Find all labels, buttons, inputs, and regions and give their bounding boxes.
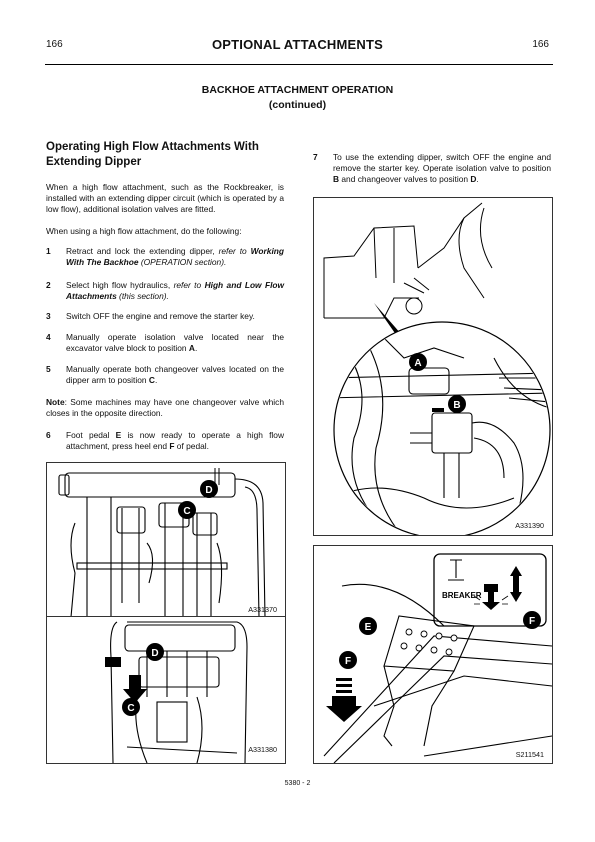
figure-changeover-valves-top: D C A331370 bbox=[46, 462, 286, 618]
step-6: 6 Foot pedal E is now ready to operate a… bbox=[46, 430, 284, 451]
figure-changeover-valves-bottom: D C A331380 bbox=[46, 616, 286, 764]
label-f-marker bbox=[523, 611, 541, 629]
footer-code: 5380 - 2 bbox=[284, 780, 311, 787]
lead-paragraph: When using a high flow attachment, do th… bbox=[46, 226, 242, 236]
cross-reference: Working With The Backhoe bbox=[66, 246, 285, 267]
up-down-arrows-icon bbox=[510, 566, 522, 602]
section-title: BACKHOE ATTACHMENT OPERATION bbox=[201, 84, 394, 96]
label-b-marker bbox=[448, 395, 466, 413]
note-label: Note bbox=[46, 397, 65, 407]
page-title: OPTIONAL ATTACHMENTS bbox=[211, 37, 384, 52]
label-a-marker bbox=[409, 353, 427, 371]
figure-label: C bbox=[127, 703, 134, 714]
foot-pedal-illustration: BREAKER E F F bbox=[323, 553, 552, 763]
subheading: Operating High Flow Attachments With Ext… bbox=[46, 141, 259, 168]
step-5: 5 Manually operate both changeover valve… bbox=[46, 364, 284, 385]
step-7: 7 To use the extending dipper, switch OF… bbox=[313, 152, 551, 184]
valve-block-illustration: D C bbox=[105, 621, 248, 763]
figure-label: C bbox=[183, 506, 190, 517]
figure-label: E bbox=[365, 622, 372, 633]
figure-label: A bbox=[414, 358, 421, 369]
step-2: 2 Select high flow hydraulics, refer to … bbox=[46, 280, 285, 301]
section-subtitle: (continued) bbox=[268, 99, 327, 111]
breaker-tool-icon bbox=[448, 559, 464, 581]
valves-illustration: D C bbox=[58, 468, 266, 617]
page-number-left: 166 bbox=[46, 39, 63, 50]
step-3: 3 Switch OFF the engine and remove the s… bbox=[46, 311, 255, 321]
intro-paragraph: When a high flow attachment, such as the… bbox=[46, 182, 284, 214]
label-f-marker bbox=[339, 651, 357, 669]
label-e-marker bbox=[359, 617, 377, 635]
figure-code: A331390 bbox=[515, 521, 544, 530]
panel-text: BREAKER bbox=[442, 591, 482, 600]
figure-foot-pedal: BREAKER E F F bbox=[313, 545, 553, 764]
arrow-down-icon bbox=[123, 675, 147, 703]
step-4: 4 Manually operate isolation valve locat… bbox=[46, 332, 284, 353]
label-c-marker bbox=[122, 698, 140, 716]
figure-label: B bbox=[453, 400, 460, 411]
step-1: 1 Retract and lock the extending dipper,… bbox=[46, 246, 285, 267]
figure-code: A331380 bbox=[248, 745, 277, 754]
label-d-marker bbox=[200, 480, 218, 498]
figure-code: A331370 bbox=[248, 605, 277, 614]
cross-reference: High and Low Flow Attachments bbox=[66, 280, 285, 301]
figure-isolation-valve: A B A331390 bbox=[313, 197, 553, 536]
figure-label: F bbox=[345, 656, 351, 667]
label-c-marker bbox=[178, 501, 196, 519]
note-paragraph: Note: Some machines may have one changeo… bbox=[46, 397, 284, 418]
figure-code: S211541 bbox=[515, 750, 544, 759]
isolation-valve-illustration: A B bbox=[323, 202, 551, 535]
step-number: 1 bbox=[46, 246, 51, 256]
figure-label: F bbox=[529, 616, 535, 627]
figure-label: D bbox=[151, 648, 158, 659]
label-d-marker bbox=[146, 643, 164, 661]
pedal-plate bbox=[383, 615, 475, 672]
page-number-right: 166 bbox=[532, 39, 549, 50]
figure-label: D bbox=[205, 485, 212, 496]
arrow-down-icon bbox=[326, 696, 362, 722]
header-rule bbox=[45, 64, 553, 65]
